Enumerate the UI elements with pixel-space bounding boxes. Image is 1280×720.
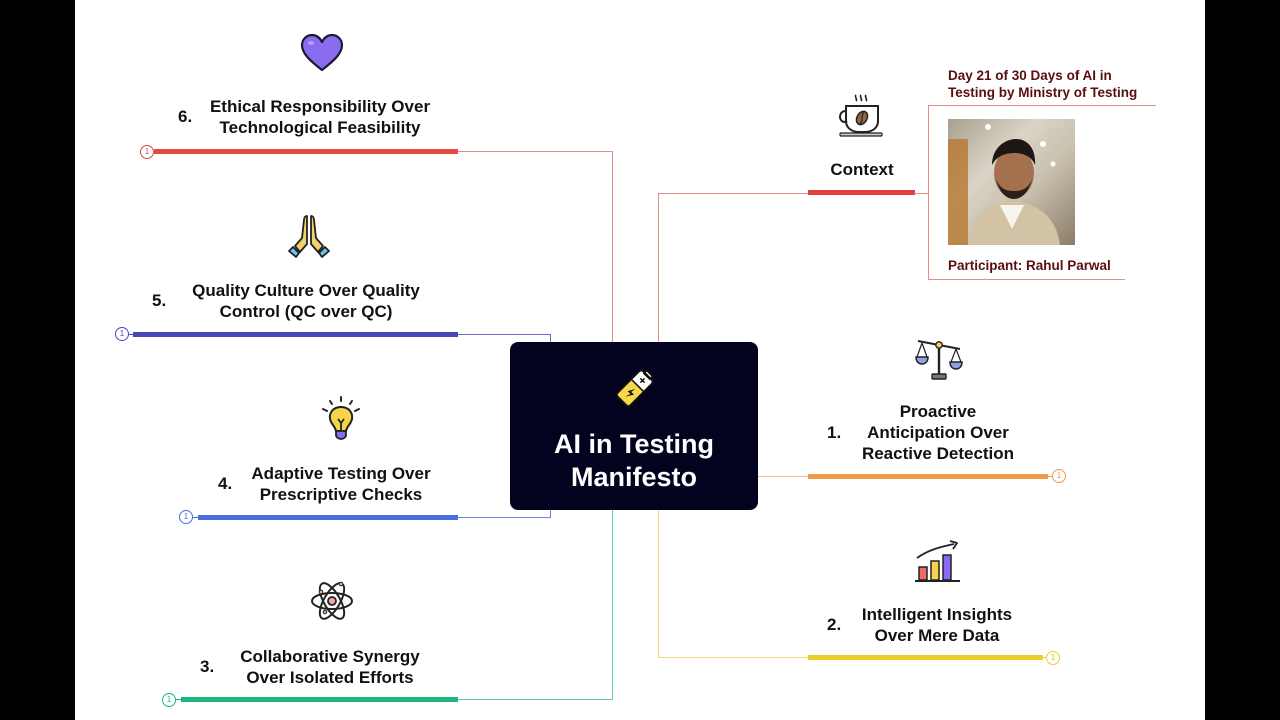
branch-6-title[interactable]: Ethical Responsibility Over Technologica… xyxy=(198,96,442,138)
branch-6-title-line: Technological Feasibility xyxy=(219,118,421,137)
context-frame-connector xyxy=(914,193,929,195)
branch-3-underline xyxy=(181,697,458,702)
branch-3-title-line: Over Isolated Efforts xyxy=(246,668,414,687)
connector-branch-2-vertical xyxy=(658,510,660,658)
branch-6-number: 6. xyxy=(178,107,193,126)
branch-2-count-badge[interactable]: 1 xyxy=(1046,651,1060,665)
branch-4-underline xyxy=(198,515,458,520)
branch-5-badge-stub xyxy=(129,334,134,336)
branch-1-title-line: Anticipation Over xyxy=(867,423,1009,442)
branch-6-underline xyxy=(154,149,458,154)
branch-3-badge-stub xyxy=(176,699,182,701)
branch-2-badge-stub xyxy=(1042,657,1047,659)
participant-portrait-illustration xyxy=(948,124,1060,245)
branch-2-underline xyxy=(808,655,1043,660)
context-frame-top xyxy=(928,105,1156,107)
connector-branch-5 xyxy=(458,334,550,336)
branch-4-number: 4. xyxy=(218,474,233,493)
connector-branch-1 xyxy=(758,476,808,478)
heart-icon xyxy=(300,33,344,72)
connector-context xyxy=(658,193,808,195)
branch-3-title-line: Collaborative Synergy xyxy=(240,647,420,666)
branch-4-title-line: Adaptive Testing Over xyxy=(251,464,431,483)
atom-icon xyxy=(311,581,353,620)
branch-4-count-badge[interactable]: 1 xyxy=(179,510,193,524)
context-heading-line: Testing by Ministry of Testing xyxy=(948,85,1138,100)
branch-6-badge-stub xyxy=(152,151,156,153)
context-frame-vertical xyxy=(928,105,930,280)
context-heading: Day 21 of 30 Days of AI in Testing by Mi… xyxy=(948,67,1168,101)
context-frame-bottom xyxy=(928,279,1125,281)
connector-branch-6-vertical xyxy=(612,151,614,342)
bar-chart-growth-icon xyxy=(915,540,960,582)
branch-6-count-badge[interactable]: 1 xyxy=(140,145,154,159)
connector-branch-4-vertical xyxy=(550,510,552,518)
branch-5-number: 5. xyxy=(152,291,167,310)
connector-branch-6 xyxy=(458,151,613,153)
branch-2-title[interactable]: Intelligent Insights Over Mere Data xyxy=(848,604,1026,646)
branch-5-title-line: Control (QC over QC) xyxy=(219,302,393,321)
central-title-line-2: Manifesto xyxy=(570,462,697,492)
lightbulb-icon xyxy=(322,396,360,440)
central-title-line-1: AI in Testing xyxy=(554,429,714,459)
branch-6-title-line: Ethical Responsibility Over xyxy=(209,97,431,116)
context-underline xyxy=(808,190,915,195)
branch-3-number: 3. xyxy=(200,657,215,676)
branch-5-title-line: Quality Culture Over Quality xyxy=(192,281,420,300)
participant-photo xyxy=(948,119,1075,245)
connector-branch-3 xyxy=(458,699,613,701)
participant-name: Participant: Rahul Parwal xyxy=(948,258,1111,273)
connector-branch-2 xyxy=(658,657,808,659)
context-label[interactable]: Context xyxy=(830,160,894,179)
scales-icon xyxy=(915,340,963,380)
branch-2-number: 2. xyxy=(827,615,842,634)
branch-1-number: 1. xyxy=(827,423,842,442)
branch-1-badge-stub xyxy=(1047,476,1053,478)
praying-hands-icon xyxy=(288,215,330,258)
branch-4-title[interactable]: Adaptive Testing Over Prescriptive Check… xyxy=(238,463,444,505)
branch-2-title-line: Intelligent Insights xyxy=(861,605,1013,624)
branch-1-title-line: Reactive Detection xyxy=(861,444,1015,463)
central-topic-node[interactable]: AI in Testing Manifesto xyxy=(510,342,758,510)
branch-2-title-line: Over Mere Data xyxy=(874,626,1000,645)
branch-5-title[interactable]: Quality Culture Over Quality Control (QC… xyxy=(172,280,440,322)
connector-branch-5-vertical xyxy=(550,334,552,342)
branch-1-count-badge[interactable]: 1 xyxy=(1052,469,1066,483)
branch-1-underline xyxy=(808,474,1048,479)
connector-branch-3-vertical xyxy=(612,510,614,700)
branch-5-count-badge[interactable]: 1 xyxy=(115,327,129,341)
central-topic-title: AI in Testing Manifesto xyxy=(510,428,758,494)
connector-context-vertical xyxy=(658,193,660,342)
branch-1-title-line: Proactive xyxy=(899,402,977,421)
coffee-cup-icon xyxy=(839,94,883,137)
connector-branch-4 xyxy=(458,517,550,519)
branch-3-title[interactable]: Collaborative Synergy Over Isolated Effo… xyxy=(222,646,438,688)
battery-charging-icon xyxy=(615,369,654,408)
context-heading-line: Day 21 of 30 Days of AI in xyxy=(948,68,1112,83)
branch-3-count-badge[interactable]: 1 xyxy=(162,693,176,707)
branch-1-title[interactable]: Proactive Anticipation Over Reactive Det… xyxy=(846,401,1030,464)
branch-5-underline xyxy=(133,332,458,337)
branch-4-badge-stub xyxy=(193,517,199,519)
branch-4-title-line: Prescriptive Checks xyxy=(259,485,423,504)
